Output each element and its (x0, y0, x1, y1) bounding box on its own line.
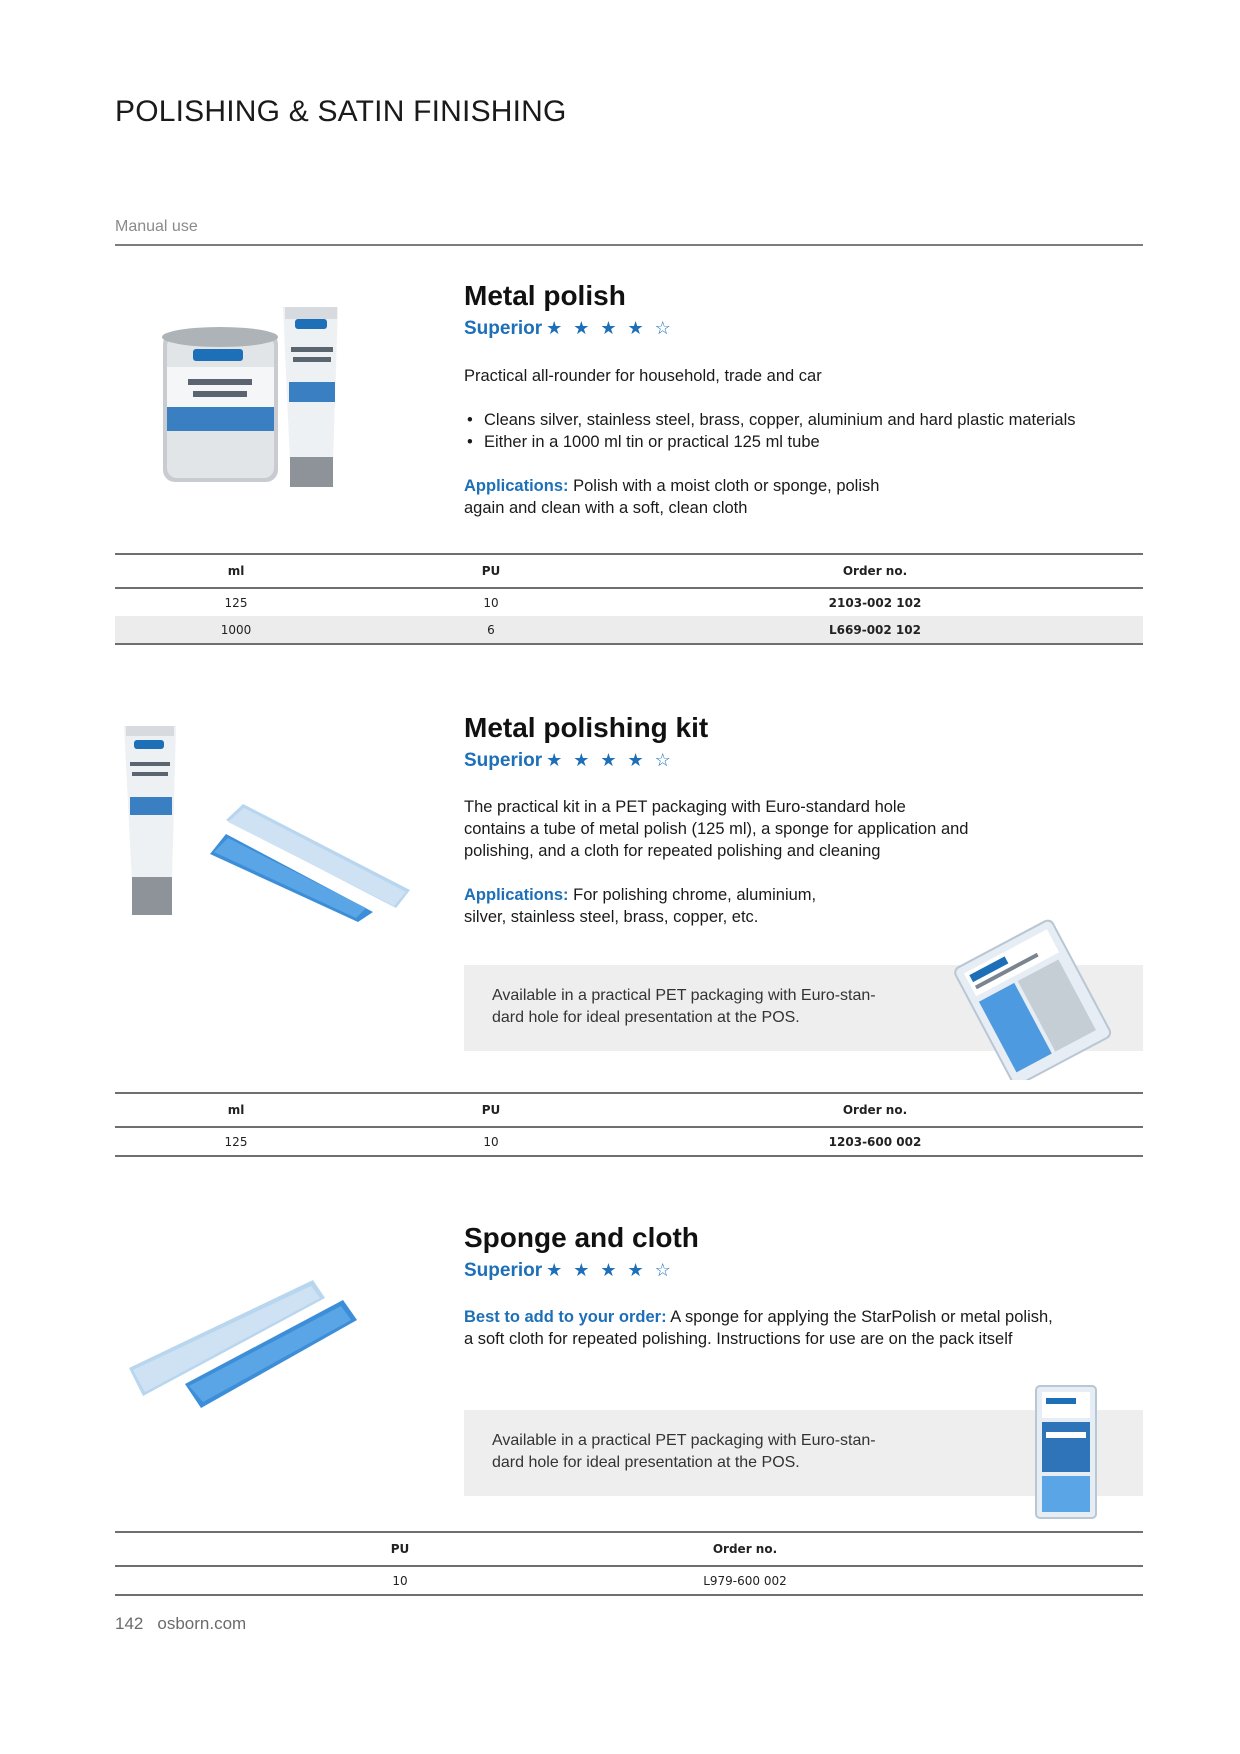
order-suggestion-text: Best to add to your order: A sponge for … (464, 1306, 1053, 1350)
cell-order-no: L669-002 102 (829, 622, 921, 637)
table-header: ml PU Order no. (115, 1092, 1143, 1128)
cell-order-no: 1203-600 002 (828, 1134, 922, 1149)
product-title-metal-polish: Metal polish (464, 280, 626, 311)
order-table-sponge-and-cloth: PU Order no. 10 L979-600 002 (115, 1531, 1143, 1596)
pet-package-image (1030, 1382, 1102, 1522)
sponge-cloth-product-image (125, 1268, 375, 1413)
column-header-order-no: Order no. (842, 564, 908, 578)
info-box-text: Available in a practical PET packaging w… (492, 1430, 876, 1474)
column-header-pu: PU (481, 1103, 501, 1117)
rating-sponge-and-cloth: Superior★ ★ ★ ★ ☆ (464, 1260, 674, 1282)
applications-label: Applications: (464, 886, 569, 904)
table-header: ml PU Order no. (115, 553, 1143, 589)
rating-metal-polish: Superior★ ★ ★ ★ ☆ (464, 318, 674, 340)
cell-ml: 1000 (220, 622, 252, 637)
page-title: POLISHING & SATIN FINISHING (115, 95, 567, 128)
cell-ml: 125 (224, 595, 248, 610)
description-line-1: The practical kit in a PET packaging wit… (464, 798, 906, 816)
applications-label: Applications: (464, 477, 569, 495)
cell-pu: 10 (483, 595, 499, 610)
column-header-pu: PU (481, 564, 501, 578)
product-intro: Practical all-rounder for household, tra… (464, 367, 822, 385)
applications-line-1: For polishing chrome, aluminium, (573, 886, 817, 904)
description-line-3: polishing, and a cloth for repeated poli… (464, 842, 881, 860)
footer-site-link[interactable]: osborn.com (157, 1614, 247, 1633)
cell-order-no: 2103-002 102 (828, 595, 922, 610)
pet-packaging-info-box: Available in a practical PET packaging w… (464, 1410, 1143, 1496)
info-line-2: dard hole for ideal presentation at the … (492, 1009, 800, 1026)
polishing-kit-product-image (118, 722, 418, 922)
info-line-2: dard hole for ideal presentation at the … (492, 1454, 800, 1471)
column-header-order-no: Order no. (712, 1542, 778, 1556)
applications-line-1: Polish with a moist cloth or sponge, pol… (573, 477, 880, 495)
column-header-order-no: Order no. (842, 1103, 908, 1117)
order-suggestion-line-1: A sponge for applying the StarPolish or … (670, 1308, 1053, 1326)
table-header: PU Order no. (115, 1531, 1143, 1567)
applications-line-2: silver, stainless steel, brass, copper, … (464, 908, 759, 926)
product-title-metal-polishing-kit: Metal polishing kit (464, 712, 709, 743)
cell-pu: 10 (483, 1134, 499, 1149)
table-row: 10 L979-600 002 (115, 1567, 1143, 1596)
info-line-1: Available in a practical PET packaging w… (492, 1432, 876, 1449)
table-row: 125 10 2103-002 102 (115, 589, 1143, 616)
feature-list: Cleans silver, stainless steel, brass, c… (464, 409, 1076, 453)
section-divider (115, 244, 1143, 246)
info-line-1: Available in a practical PET packaging w… (492, 987, 876, 1004)
cell-pu: 6 (487, 622, 495, 637)
rating-label: Superior (464, 318, 543, 339)
product-description: The practical kit in a PET packaging wit… (464, 796, 968, 862)
section-label: Manual use (115, 218, 198, 235)
applications-text: Applications: Polish with a moist cloth … (464, 475, 879, 519)
rating-stars-icon: ★ ★ ★ ★ ☆ (546, 318, 674, 338)
product-title-sponge-and-cloth: Sponge and cloth (464, 1222, 699, 1253)
applications-line-2: again and clean with a soft, clean cloth (464, 499, 748, 517)
column-header-pu: PU (390, 1542, 410, 1556)
rating-stars-icon: ★ ★ ★ ★ ☆ (546, 750, 674, 770)
list-item: Either in a 1000 ml tin or practical 125… (464, 431, 1076, 453)
info-box-text: Available in a practical PET packaging w… (492, 985, 876, 1029)
rating-stars-icon: ★ ★ ★ ★ ☆ (546, 1260, 674, 1280)
cell-order-no: L979-600 002 (703, 1573, 787, 1588)
pet-package-image (948, 918, 1118, 1086)
page-footer: 142 osborn.com (115, 1614, 246, 1634)
description-line-2: contains a tube of metal polish (125 ml)… (464, 820, 969, 838)
rating-metal-polishing-kit: Superior★ ★ ★ ★ ☆ (464, 750, 674, 772)
page-number: 142 (115, 1614, 144, 1633)
column-header-ml: ml (227, 1103, 245, 1117)
column-header-ml: ml (227, 564, 245, 578)
applications-text: Applications: For polishing chrome, alum… (464, 884, 816, 928)
table-row: 1000 6 L669-002 102 (115, 616, 1143, 645)
metal-polish-product-image (133, 287, 363, 492)
order-suggestion-label: Best to add to your order: (464, 1308, 667, 1326)
order-suggestion-line-2: a soft cloth for repeated polishing. Ins… (464, 1330, 1013, 1348)
rating-label: Superior (464, 1260, 543, 1281)
cell-pu: 10 (392, 1573, 408, 1588)
table-row: 125 10 1203-600 002 (115, 1128, 1143, 1157)
order-table-metal-polish: ml PU Order no. 125 10 2103-002 102 1000… (115, 553, 1143, 645)
order-table-metal-polishing-kit: ml PU Order no. 125 10 1203-600 002 (115, 1092, 1143, 1157)
list-item: Cleans silver, stainless steel, brass, c… (464, 409, 1076, 431)
rating-label: Superior (464, 750, 543, 771)
cell-ml: 125 (224, 1134, 248, 1149)
